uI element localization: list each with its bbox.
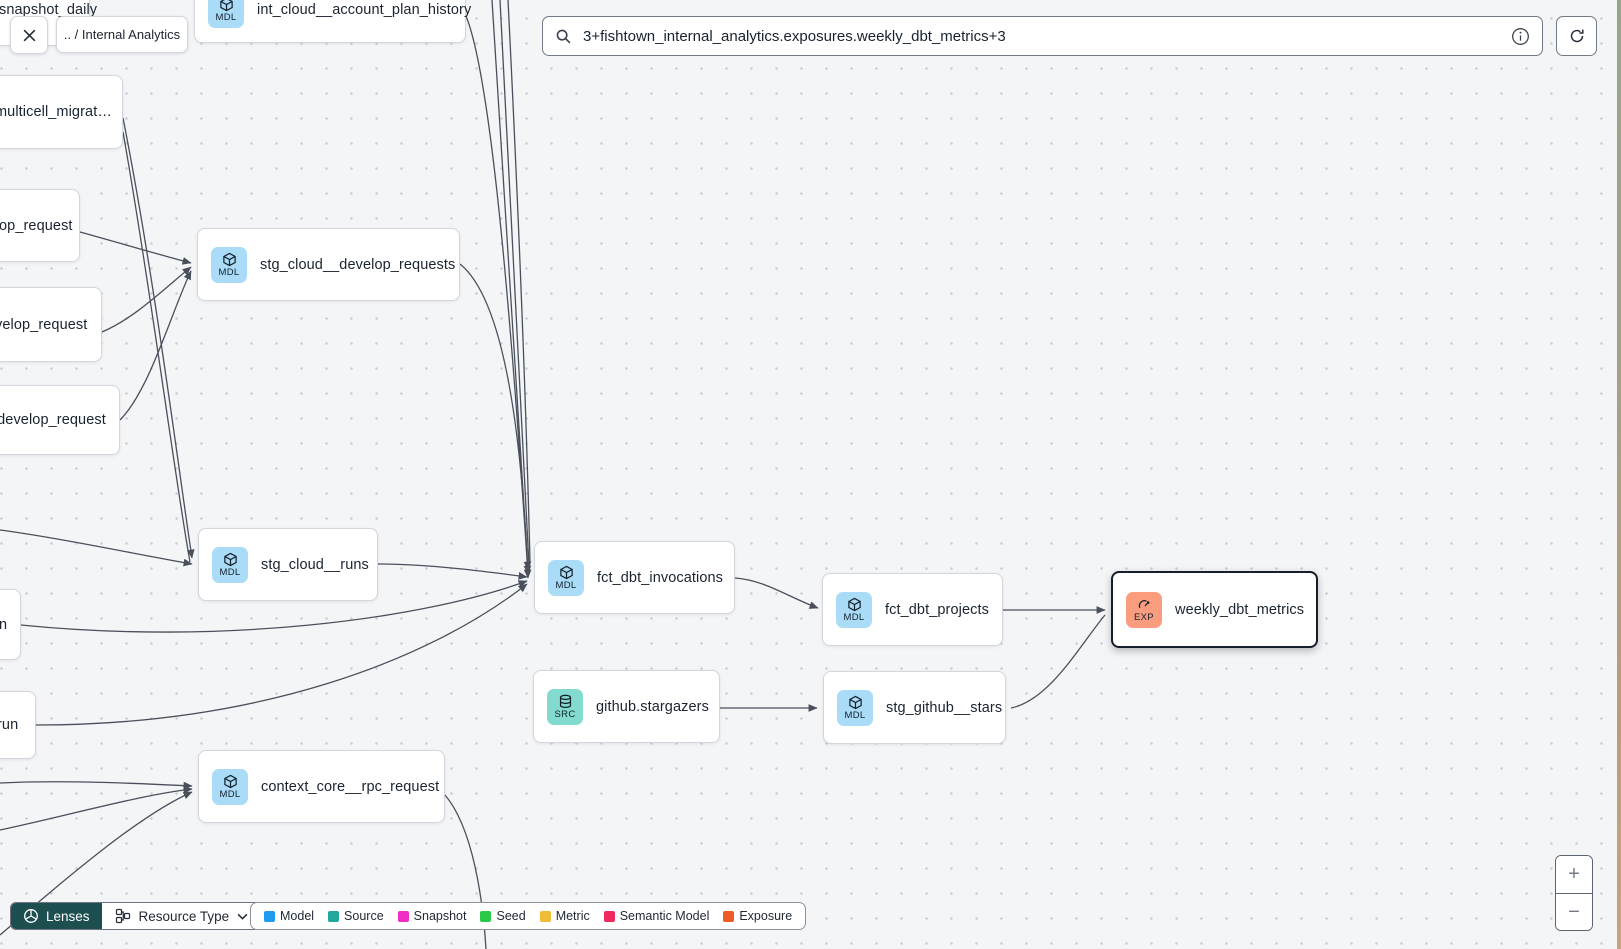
node-context-core-rpc-request[interactable]: MDL context_core__rpc_request <box>198 750 445 823</box>
node-op-request[interactable]: op_request <box>0 189 80 262</box>
info-icon[interactable] <box>1511 27 1530 46</box>
snapshot-swatch <box>397 910 409 922</box>
resource-type-icon <box>115 908 130 924</box>
node-label: github.stargazers <box>596 698 709 715</box>
search-icon <box>556 29 571 43</box>
node-label: int_cloud__account_plan_history <box>257 1 472 18</box>
node-label: n <box>0 616 8 633</box>
node-stg-github-stars[interactable]: MDL stg_github__stars <box>823 671 1006 744</box>
node-develop-request[interactable]: .develop_request <box>0 385 120 455</box>
legend-item-metric: Metric <box>539 909 590 923</box>
resource-type-dropdown[interactable]: Resource Type <box>101 903 262 929</box>
source-swatch <box>328 910 340 922</box>
model-badge: MDL <box>212 768 248 805</box>
node-label: stg_cloud__runs <box>261 556 369 573</box>
node-label: fct_dbt_projects <box>885 601 989 618</box>
gauge-icon <box>1138 599 1149 608</box>
model-badge: MDL <box>208 0 244 28</box>
node-label: stg_cloud__develop_requests <box>260 256 456 273</box>
legend-item-seed: Seed <box>480 909 526 923</box>
chevron-down-icon <box>237 913 248 920</box>
cube-icon <box>219 0 233 12</box>
node-stg-cloud-runs[interactable]: MDL stg_cloud__runs <box>198 528 378 601</box>
desktop-edge-strip <box>1617 0 1621 949</box>
node-label: .develop_request <box>0 412 106 428</box>
lenses-toolbar: Lenses Resource Type <box>10 902 263 930</box>
node-label: fct_dbt_invocations <box>597 569 724 586</box>
model-badge: MDL <box>212 546 248 583</box>
model-badge: MDL <box>211 246 247 283</box>
node-label: weekly_dbt_metrics <box>1175 601 1305 618</box>
legend-item-exposure: Exposure <box>723 909 792 923</box>
legend-item-model: Model <box>264 909 314 923</box>
resource-type-legend: Model Source Snapshot Seed Metric Semant… <box>250 902 807 930</box>
search-input[interactable] <box>581 26 1511 46</box>
lenses-button[interactable]: Lenses <box>11 903 102 929</box>
zoom-in-button[interactable]: + <box>1556 856 1592 893</box>
refresh-icon <box>1570 29 1584 43</box>
node-fct-dbt-projects[interactable]: MDL fct_dbt_projects <box>822 573 1003 646</box>
breadcrumb[interactable]: .. / Internal Analytics <box>56 16 188 53</box>
node-left-sliver[interactable]: n <box>0 589 21 660</box>
cube-icon <box>223 774 237 789</box>
node-multicell-migrat[interactable]: multicell_migrat… <box>0 75 123 149</box>
node-label: velop_request <box>0 316 88 333</box>
legend-item-source: Source <box>328 909 384 923</box>
node-weekly-dbt-metrics[interactable]: EXP weekly_dbt_metrics <box>1111 571 1318 648</box>
node-run[interactable]: run <box>0 691 36 759</box>
lenses-button-label: Lenses <box>46 908 90 924</box>
node-label: op_request <box>0 217 73 234</box>
node-label: stg_github__stars <box>886 699 1003 716</box>
semantic-model-swatch <box>603 910 615 922</box>
resource-type-label: Resource Type <box>138 908 230 924</box>
database-icon <box>559 694 571 708</box>
lens-icon <box>24 909 38 923</box>
close-button[interactable] <box>10 16 48 54</box>
cube-icon <box>848 695 862 710</box>
zoom-controls: + − <box>1555 855 1593 931</box>
model-badge: MDL <box>836 591 872 628</box>
legend-item-snapshot: Snapshot <box>397 909 466 923</box>
node-label: multicell_migrat… <box>0 104 112 120</box>
cube-icon <box>559 565 573 580</box>
close-icon <box>23 29 35 41</box>
breadcrumb-label: .. / Internal Analytics <box>63 27 181 42</box>
exposure-swatch <box>723 910 735 922</box>
node-fct-dbt-invocations[interactable]: MDL fct_dbt_invocations <box>534 541 735 614</box>
model-badge: MDL <box>837 689 873 726</box>
cube-icon <box>222 252 236 267</box>
node-int-cloud-account-plan-history[interactable]: MDL int_cloud__account_plan_history <box>194 0 471 43</box>
zoom-out-button[interactable]: − <box>1556 893 1592 930</box>
model-swatch <box>264 910 275 922</box>
node-github-stargazers[interactable]: SRC github.stargazers <box>533 670 720 743</box>
source-badge: SRC <box>547 688 583 725</box>
cube-icon <box>847 597 861 612</box>
refresh-button[interactable] <box>1556 16 1597 56</box>
node-stg-cloud-develop-requests[interactable]: MDL stg_cloud__develop_requests <box>197 228 460 301</box>
node-label: snapshot_daily <box>0 2 98 18</box>
node-label: run <box>0 717 19 733</box>
seed-swatch <box>480 910 492 922</box>
model-badge: MDL <box>548 559 584 596</box>
metric-swatch <box>539 910 551 922</box>
legend-item-semantic-model: Semantic Model <box>603 909 709 923</box>
node-label: context_core__rpc_request <box>261 778 440 795</box>
node-velop-request[interactable]: velop_request <box>0 287 102 362</box>
exposure-badge: EXP <box>1126 591 1162 628</box>
lineage-search-bar[interactable] <box>542 16 1543 56</box>
cube-icon <box>223 552 237 567</box>
